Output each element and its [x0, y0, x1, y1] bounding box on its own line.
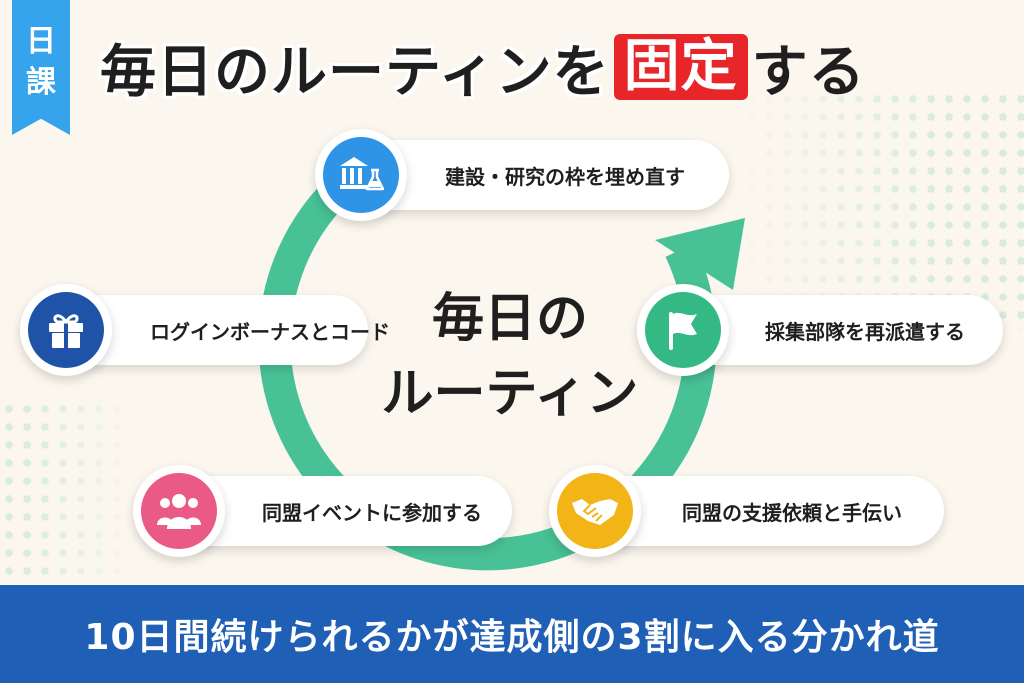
center-title-line2: ルーティン [381, 364, 639, 425]
routine-item-label: ログインボーナスとコード [150, 319, 390, 344]
routine-item-gathering-badge [637, 284, 729, 376]
gift-icon [49, 314, 83, 348]
title-highlight: 固定 [613, 34, 748, 100]
routine-item-alliance-help: 同盟の支援依頼と手伝い [582, 476, 944, 546]
corner-tag-line1: 日 [26, 24, 56, 59]
bottom-banner: 10日間続けられるかが達成側の3割に入る分かれ道 [0, 585, 1024, 683]
routine-item-build-research: 建設・研究の枠を埋め直す [345, 140, 729, 210]
people-icon [157, 494, 201, 529]
routine-item-label: 建設・研究の枠を埋め直す [445, 164, 685, 189]
routine-item-label: 同盟の支援依頼と手伝い [682, 500, 902, 525]
routine-item-login-bonus-badge [20, 284, 112, 376]
corner-tag: 日 課 [12, 0, 70, 135]
routine-item-label: 同盟イベントに参加する [262, 500, 482, 525]
routine-item-label: 採集部隊を再派遣する [765, 319, 965, 344]
decorative-dots-bottom-left [0, 400, 140, 580]
page-title: 毎日のルーティンを 固定 する [100, 22, 866, 112]
center-title: 毎日の ルーティン [360, 282, 660, 433]
center-title-line1: 毎日の [431, 289, 588, 349]
routine-item-build-research-badge [315, 129, 407, 221]
bottom-banner-text: 10日間続けられるかが達成側の3割に入る分かれ道 [84, 617, 940, 658]
routine-item-alliance-event-badge [133, 465, 225, 557]
flag-icon [669, 312, 697, 350]
corner-tag-line2: 課 [26, 64, 56, 100]
routine-item-alliance-help-badge [549, 465, 641, 557]
title-main: 毎日のルーティンを [100, 39, 610, 105]
building-flask-icon [340, 157, 384, 191]
handshake-icon [572, 499, 618, 525]
title-tail: する [751, 39, 866, 105]
decorative-dots-top-right [724, 90, 1024, 330]
